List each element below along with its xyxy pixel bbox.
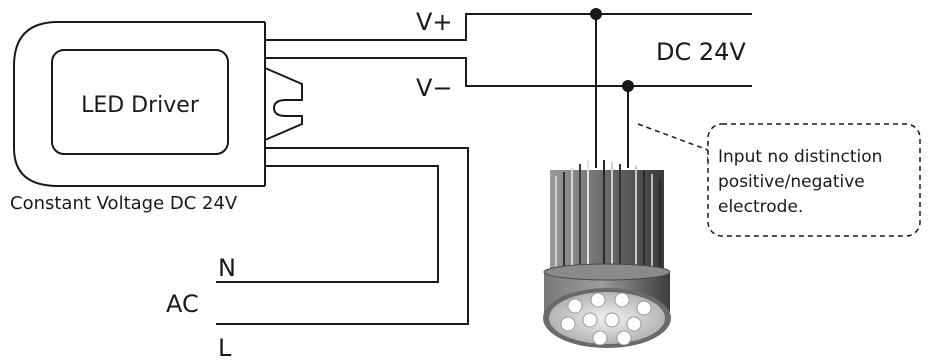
- led-chips: [560, 292, 652, 346]
- note-callout: Input no distinction positive/negative e…: [637, 123, 921, 237]
- output-wires: [265, 8, 752, 168]
- note-line-1: Input no distinction: [718, 147, 882, 167]
- driver-label: LED Driver: [81, 93, 200, 118]
- v-minus-label: V−: [416, 74, 453, 102]
- neutral-wire: [216, 165, 439, 283]
- led-lamp: [543, 160, 671, 348]
- dc-label: DC 24V: [656, 38, 746, 66]
- driver-label-box: [51, 49, 229, 155]
- live-label: L: [218, 334, 232, 360]
- note-line-2: positive/negative: [718, 172, 865, 192]
- note-line-3: electrode.: [718, 197, 803, 217]
- note-box: [707, 123, 921, 237]
- led-driver: LED Driver Constant Voltage DC 24V: [10, 21, 303, 214]
- driver-caption: Constant Voltage DC 24V: [10, 193, 238, 214]
- v-plus-label: V+: [416, 8, 453, 36]
- driver-housing: [13, 21, 265, 187]
- heatsink: [550, 160, 664, 274]
- ac-wires: [216, 147, 469, 325]
- note-pointer: [637, 123, 709, 166]
- v-minus-wire: [265, 57, 752, 87]
- driver-clip: [264, 67, 303, 141]
- ac-label: AC: [166, 290, 199, 318]
- neutral-label: N: [218, 254, 236, 282]
- live-wire: [216, 147, 469, 325]
- v-plus-wire: [265, 13, 752, 41]
